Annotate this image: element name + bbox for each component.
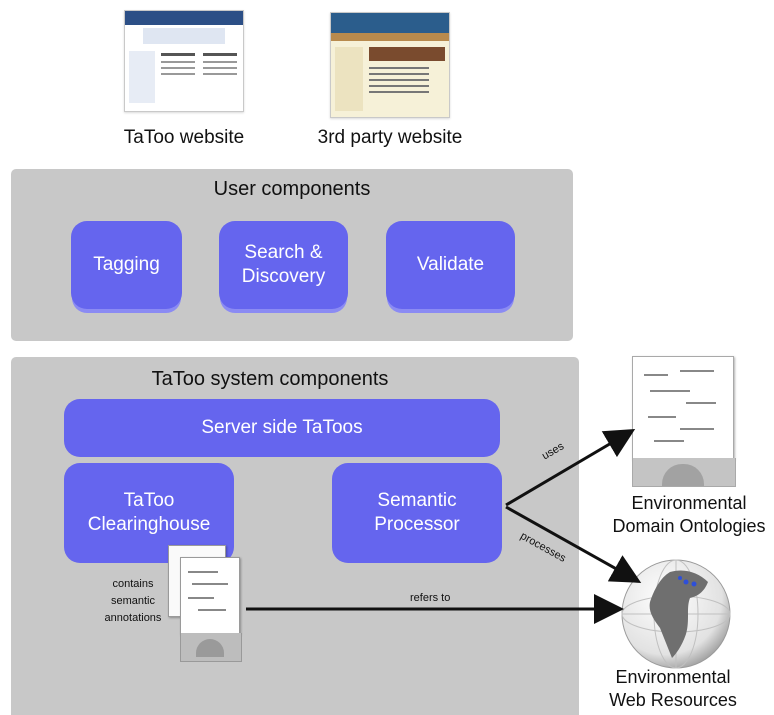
search-discovery-label: Search & Discovery	[241, 242, 326, 287]
ontologies-label: Environmental Domain Ontologies	[612, 493, 766, 536]
annotations-note: contains semantic annotations	[104, 578, 162, 624]
annotation-documents-icon	[168, 545, 248, 665]
refers-to-label: refers to	[410, 592, 451, 604]
tagging-button[interactable]: Tagging	[71, 221, 182, 309]
third-party-website-screenshot	[330, 12, 450, 118]
tatoo-clearinghouse-label: TaToo Clearinghouse	[87, 490, 211, 535]
system-components-title: TaToo system components	[151, 368, 389, 390]
tatoo-website-screenshot	[124, 10, 244, 112]
server-side-tatoos-label: Server side TaToos	[201, 417, 363, 438]
ontology-document-icon	[632, 356, 736, 488]
globe-icon	[621, 559, 731, 669]
tagging-label: Tagging	[93, 254, 160, 275]
uses-arrow	[505, 428, 636, 507]
semantic-processor-box[interactable]: Semantic Processor	[332, 463, 502, 563]
user-components-title: User components	[213, 178, 371, 200]
semantic-processor-label: Semantic Processor	[374, 490, 460, 535]
server-side-tatoos-box[interactable]: Server side TaToos	[64, 399, 500, 457]
validate-label: Validate	[416, 254, 485, 275]
third-party-website-caption: 3rd party website	[317, 127, 463, 148]
tatoo-website-caption: TaToo website	[123, 127, 245, 148]
validate-button[interactable]: Validate	[386, 221, 515, 309]
processes-arrow	[505, 505, 642, 583]
search-discovery-button[interactable]: Search & Discovery	[219, 221, 348, 309]
web-resources-label: Environmental Web Resources	[609, 667, 737, 710]
